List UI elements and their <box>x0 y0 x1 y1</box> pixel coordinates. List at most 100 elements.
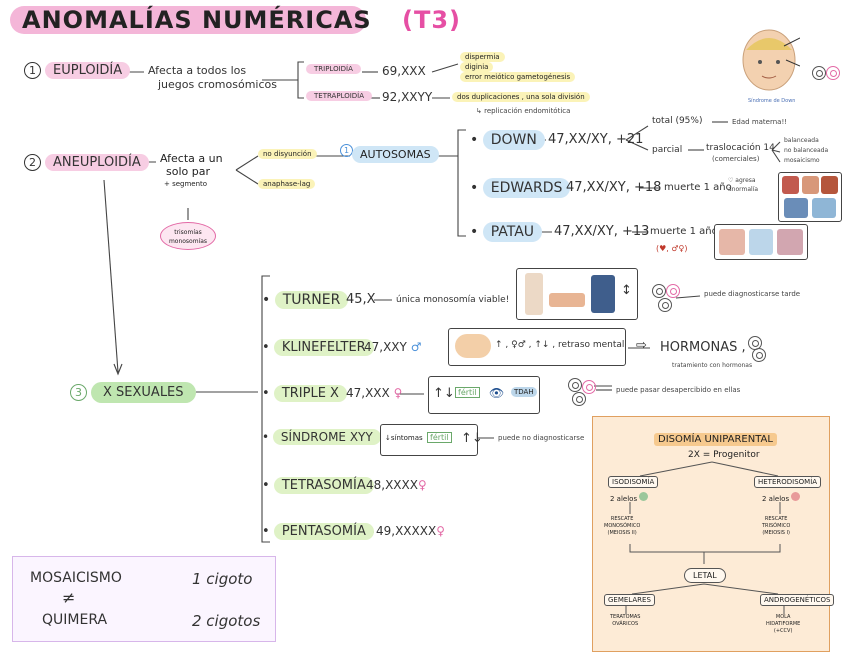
klinefelter-karyotype: 47,XXY ♂ <box>364 340 422 354</box>
patau-photos <box>714 224 808 260</box>
edwards-karyotype: 47,XX/XY, +18 <box>566 180 662 195</box>
edwards-photo <box>821 176 838 194</box>
euploidia-desc-line1: Afecta a todos los <box>148 64 247 77</box>
cell-icon <box>582 380 596 394</box>
triple-x-label: • TRIPLE X <box>262 385 347 402</box>
implies-arrow: ⇨ <box>636 338 647 353</box>
triple-x-karyotype: 47,XXX ♀ <box>346 386 403 400</box>
edwards-photo <box>802 176 819 194</box>
triple-x-box: ↑↓ fértil 👁 TDAH <box>428 376 540 414</box>
turner-note: única monosomía viable! <box>396 295 510 305</box>
triploidia-causes: dispermia diginia error meiótico gametog… <box>460 52 576 82</box>
rescate-monosomico: RESCATE MONOSÓMICO (MEIOSIS II) <box>604 516 641 536</box>
cell-icon <box>826 66 840 80</box>
mech-anaphase-lag: anaphase-lag <box>258 179 316 189</box>
mola-text: MOLA HIDATIFORME (+CCV) <box>766 614 801 634</box>
tetrasomia-karyotype: 48,XXXX♀ <box>366 478 427 492</box>
pentasomia-label: • PENTASOMÍA <box>262 523 374 540</box>
disomia-subtitle: 2X = Progenitor <box>688 450 760 460</box>
down-total-note: Edad materna!! <box>732 118 788 126</box>
edwards-photos <box>778 172 842 222</box>
euploidia-label: EUPLOIDÍA <box>45 62 131 79</box>
euploidia-desc-line2: juegos cromosómicos <box>158 78 277 91</box>
androgeneticos-box: ANDROGENÉTICOS <box>760 594 835 606</box>
patau-karyotype: 47,XX/XY, +13 <box>554 224 650 239</box>
down-parcial-sub: (comerciales) <box>712 155 760 163</box>
klinefelter-right-sub: tratamiento con hormonas <box>672 362 753 369</box>
tetrasomia-label: • TETRASOMÍA <box>262 477 374 494</box>
down-parcial: parcial <box>652 145 683 155</box>
aneuploidia-label: ANEUPLOIDÍA <box>45 154 149 171</box>
height-arrow: ↑↓ <box>461 431 483 446</box>
patau-photo <box>719 229 745 255</box>
quimera-value: 2 cigotos <box>192 612 261 630</box>
quimera-label: QUIMERA <box>42 612 108 628</box>
fertil-tag: fértil <box>455 387 480 398</box>
turner-photo <box>591 275 615 313</box>
down-parcial-note: traslocación 14 <box>706 143 775 153</box>
edwards-outcome: muerte 1 año <box>664 182 732 193</box>
klinefelter-box: ↑ , ♀♂ , ↑↓ , retraso mental <box>448 328 626 366</box>
mosaic-label: MOSAICISMO <box>30 570 122 586</box>
xyy-box: ↓síntomas fértil ↑↓ <box>380 424 483 456</box>
title-highlight <box>10 6 366 34</box>
heterodisomia-box: HETERODISOMÍA <box>754 476 822 488</box>
short-stature-arrow: ↕ <box>621 283 632 298</box>
edwards-photo <box>784 198 808 218</box>
patau-photo <box>749 229 773 255</box>
edwards-photo <box>812 198 836 218</box>
page-title: ANOMALÍAS NUMÉRICAS <box>22 6 372 34</box>
gynecomastia-image <box>455 334 491 358</box>
mech-no-disyuncion: no disyunción <box>258 149 317 159</box>
disomia-title: DISOMÍA UNIPARENTAL <box>654 433 777 446</box>
down-face-caption: Síndrome de Down <box>748 98 796 104</box>
aneuploidia-desc: Afecta a un solo par + segmento <box>160 152 223 188</box>
triploidia-label: TRIPLOIDÍA <box>306 64 361 74</box>
euploidia-desc: Afecta a todos los juegos cromosómicos <box>148 64 277 92</box>
mosaic-value: 1 cigoto <box>192 570 253 588</box>
tetraploidia-karyotype: 92,XXYY <box>382 90 433 104</box>
unit-tag: (T3) <box>402 6 462 34</box>
cell-icon <box>812 66 826 80</box>
fertil-tag: fértil <box>427 432 452 443</box>
tetraploidia-label: TETRAPLOIDÍA <box>306 91 373 101</box>
triploidia-karyotype: 69,XXX <box>382 64 426 78</box>
down-face-illustration <box>738 26 801 98</box>
height-arrow: ↑↓ <box>433 386 455 401</box>
cell-icon <box>666 284 680 298</box>
isodisomia-alelos: 2 alelos <box>610 492 649 503</box>
edwards-label: • EDWARDS <box>470 178 571 198</box>
turner-right-note: puede diagnosticarse tarde <box>704 290 801 298</box>
klinefelter-right: HORMONAS , <box>660 340 746 355</box>
section-number: 1 <box>24 62 41 79</box>
down-karyotype: 47,XX/XY, +21 <box>548 132 644 147</box>
patau-photo <box>777 229 803 255</box>
section-number: 3 <box>70 384 87 401</box>
xyy-label: • SÍNDROME XYY ♂ <box>262 429 395 445</box>
pentasomia-karyotype: 49,XXXXX♀ <box>376 524 445 538</box>
turner-label: • TURNER <box>262 291 349 309</box>
sintomas-tag: ↓síntomas <box>385 434 423 442</box>
cause-error-meiotico: error meiótico gametogénesis <box>460 72 576 82</box>
down-balance-list: balanceada no balanceada mosaicismo <box>784 137 829 164</box>
trisomias-bubble: trisomías monosomías <box>160 222 216 250</box>
cell-icon <box>752 348 766 362</box>
disomia-flow-lines <box>625 461 785 614</box>
down-label: • DOWN <box>470 130 545 150</box>
gemelares-box: GEMELARES <box>604 594 655 606</box>
cell-icon <box>652 284 666 298</box>
rescate-trisomico: RESCATE TRISÓMICO (MEIOSIS I) <box>762 516 791 536</box>
edwards-note: ♡ agresa anormalía <box>728 177 759 193</box>
klinefelter-label: • KLINEFELTER <box>262 339 374 356</box>
not-equal-sign: ≠ <box>62 588 76 607</box>
disomia-card <box>592 416 830 652</box>
sexuales-label: X SEXUALES <box>91 382 196 403</box>
cell-icon <box>658 298 672 312</box>
klinefelter-note: ↑ , ♀♂ , ↑↓ , retraso mental <box>495 340 625 350</box>
autosomas-label: AUTOSOMAS <box>352 146 439 163</box>
patau-note: (♥, ♂♀) <box>656 244 688 253</box>
